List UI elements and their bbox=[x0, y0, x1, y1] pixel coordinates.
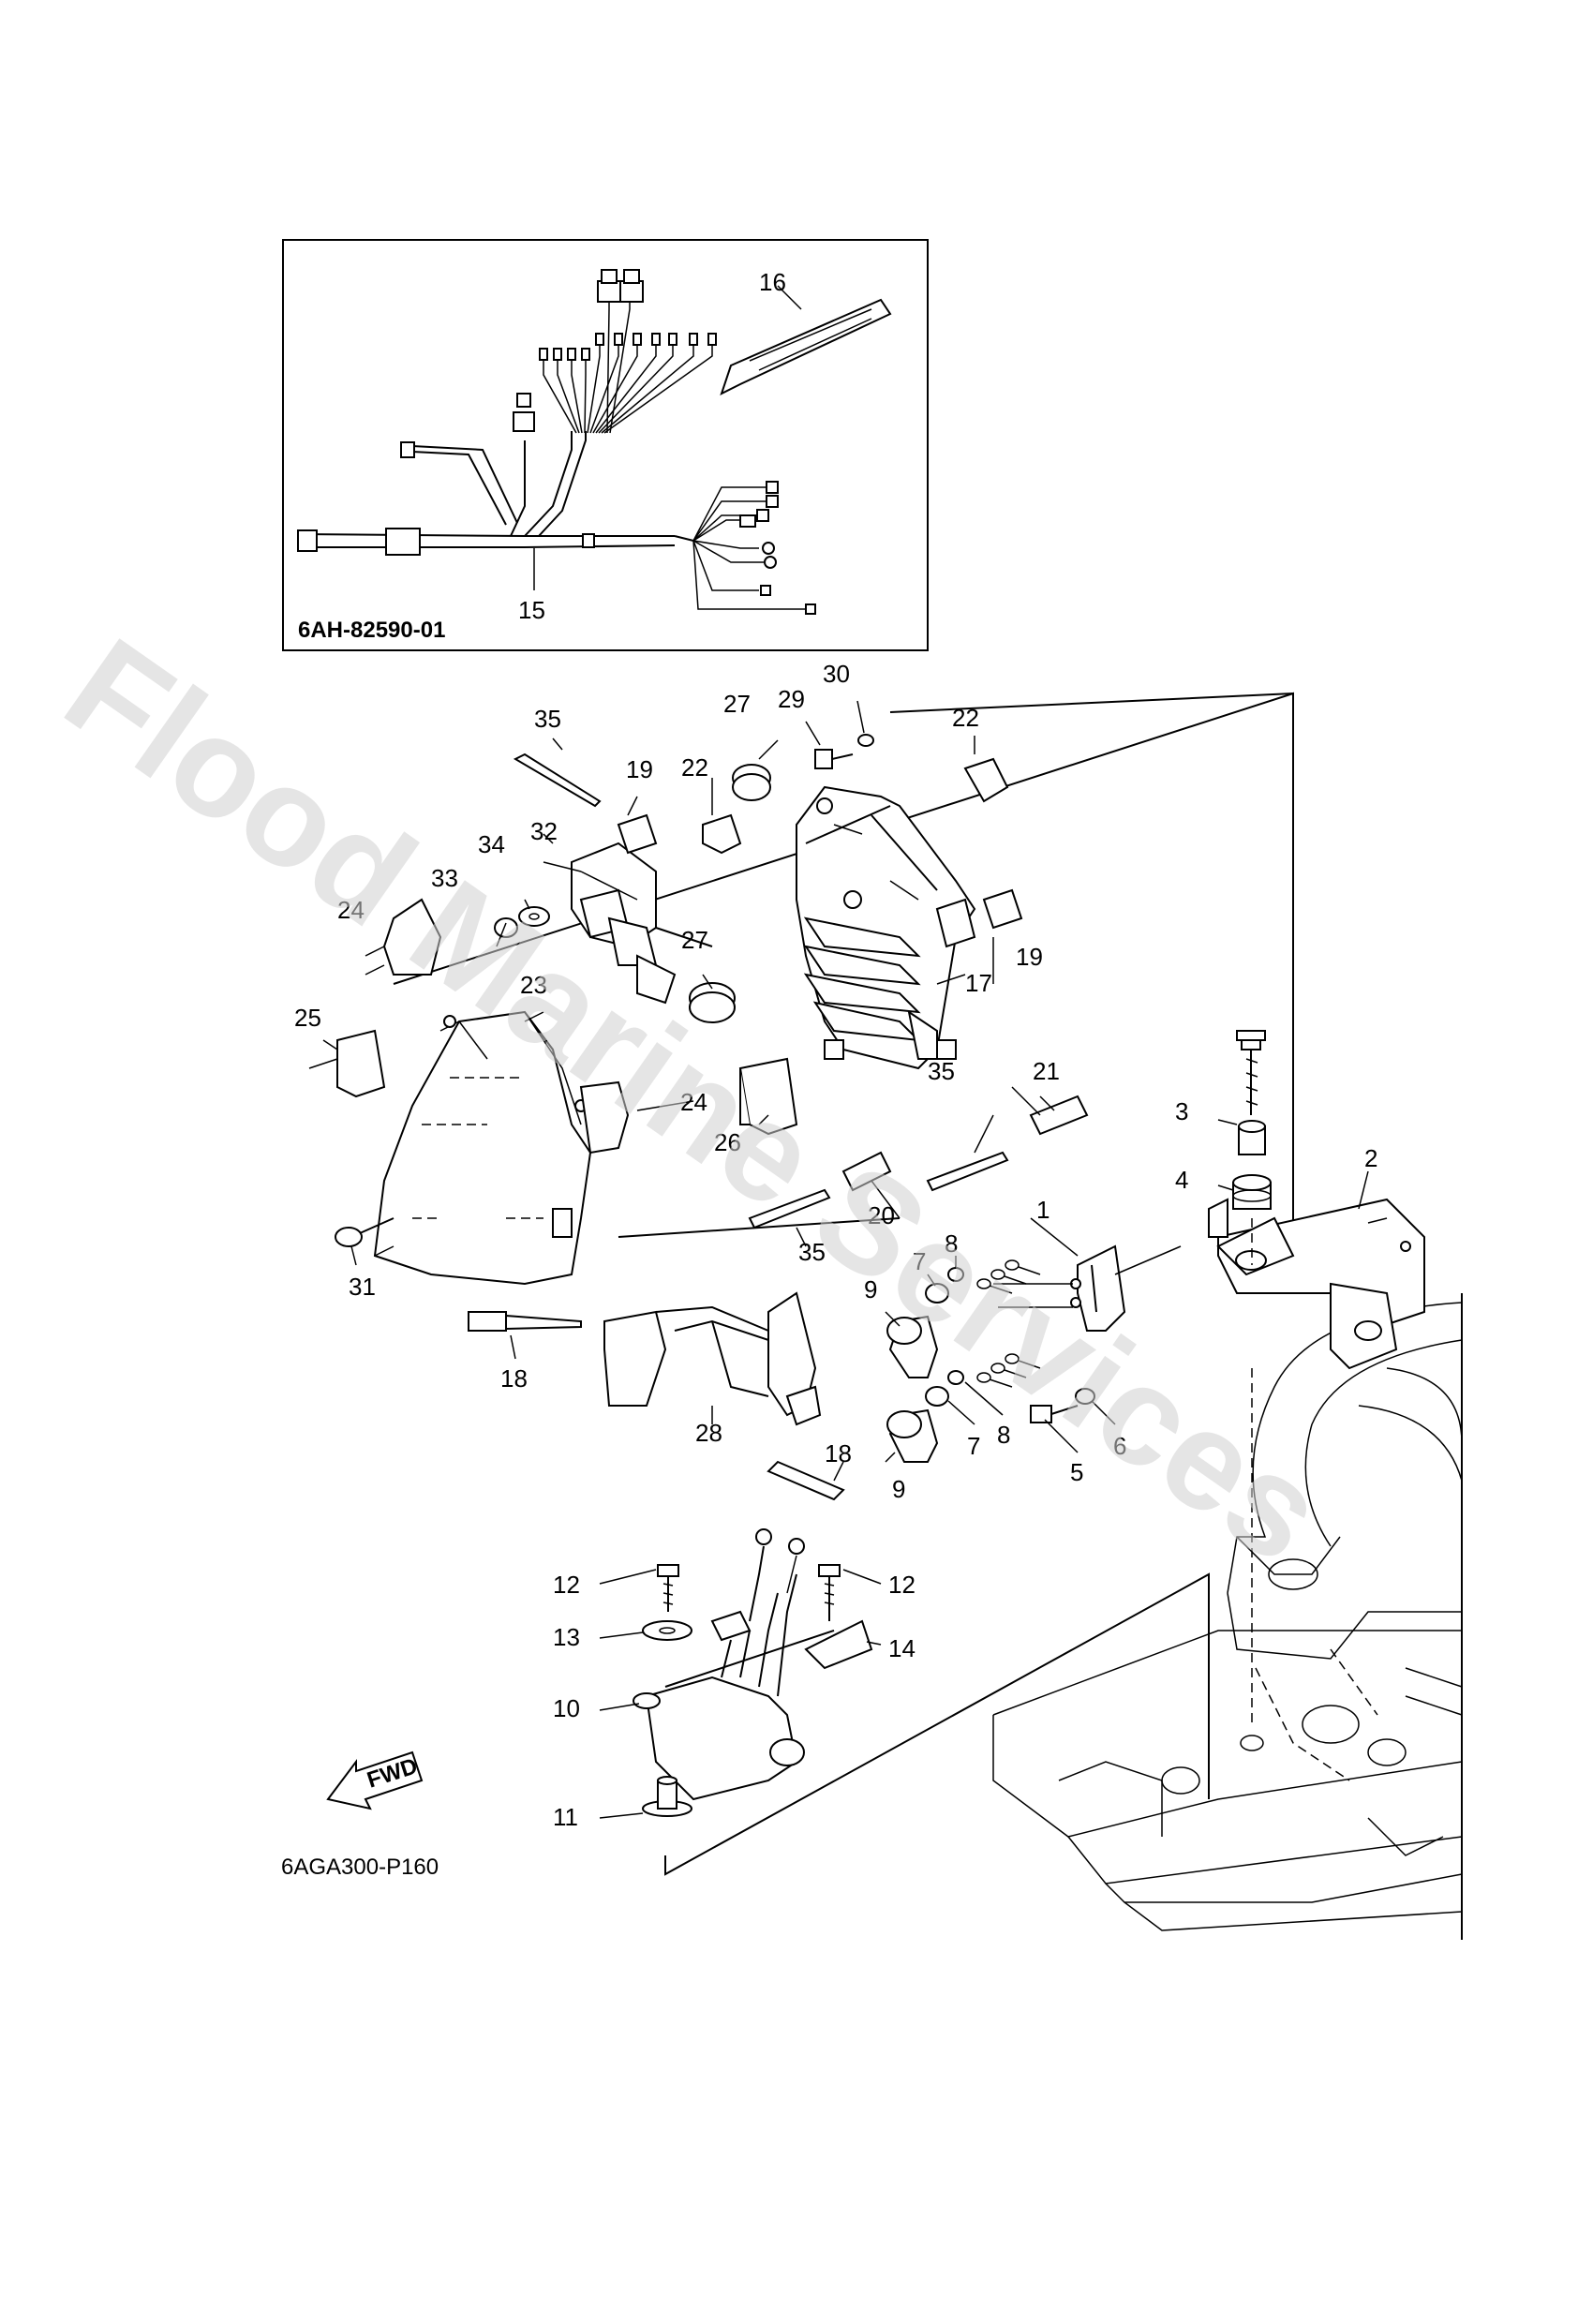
callout-24a: 24 bbox=[337, 896, 365, 924]
callout-17: 17 bbox=[965, 969, 992, 997]
engine-block bbox=[992, 1293, 1463, 1940]
terminal-block-1 bbox=[993, 1244, 1182, 1332]
callout-26: 26 bbox=[714, 1128, 741, 1156]
callout-30: 30 bbox=[823, 660, 850, 688]
callout-27a: 27 bbox=[723, 690, 751, 718]
callout-19a: 19 bbox=[626, 755, 653, 783]
callout-10: 10 bbox=[553, 1694, 580, 1722]
callout-8b: 8 bbox=[997, 1421, 1010, 1449]
callout-23: 23 bbox=[520, 971, 547, 999]
callout-7a: 7 bbox=[913, 1247, 926, 1275]
callout-8a: 8 bbox=[945, 1229, 958, 1258]
callout-3: 3 bbox=[1175, 1097, 1188, 1125]
callout-31: 31 bbox=[349, 1273, 376, 1301]
bolt-collar-grommet bbox=[1232, 1030, 1272, 1751]
ignition-coil-32 bbox=[571, 842, 713, 1005]
callout-25: 25 bbox=[294, 1004, 321, 1032]
clip-26 bbox=[738, 1057, 798, 1136]
callout-18b: 18 bbox=[825, 1439, 852, 1467]
callout-18a: 18 bbox=[500, 1364, 528, 1393]
callout-24b: 24 bbox=[680, 1088, 707, 1116]
inset-part-code: 6AH-82590-01 bbox=[298, 618, 445, 643]
callout-9a: 9 bbox=[864, 1275, 877, 1304]
diagram-code: 6AGA300-P160 bbox=[281, 1855, 439, 1880]
cable-band-16 bbox=[720, 298, 892, 395]
callout-4: 4 bbox=[1175, 1166, 1188, 1194]
decal-25 bbox=[336, 1029, 386, 1098]
callout-12b: 12 bbox=[888, 1571, 916, 1599]
electrical-bracket-17 bbox=[796, 785, 976, 1070]
callout-29: 29 bbox=[778, 685, 805, 713]
callout-6: 6 bbox=[1113, 1432, 1126, 1460]
callout-21: 21 bbox=[1033, 1057, 1060, 1085]
callout-35b: 35 bbox=[928, 1057, 955, 1085]
callout-22a: 22 bbox=[681, 753, 708, 782]
callout-34: 34 bbox=[478, 830, 505, 858]
callout-numbers: 1 2 3 4 5 6 7 7 8 8 9 9 10 11 12 12 13 1… bbox=[294, 268, 1377, 1831]
callout-12a: 12 bbox=[553, 1571, 580, 1599]
callout-19b: 19 bbox=[1016, 943, 1043, 971]
callout-35c: 35 bbox=[798, 1238, 826, 1266]
inset-wire-harness bbox=[282, 239, 929, 651]
fwd-arrow: FWD bbox=[326, 1750, 424, 1810]
assembly-guide-lines bbox=[393, 692, 1294, 1876]
callout-11: 11 bbox=[553, 1803, 578, 1831]
callout-5: 5 bbox=[1070, 1458, 1083, 1486]
callout-7b: 7 bbox=[967, 1432, 980, 1460]
label-decals bbox=[308, 898, 630, 1155]
callout-16: 16 bbox=[759, 268, 786, 296]
callout-33: 33 bbox=[431, 864, 458, 892]
leader-lines bbox=[322, 700, 1369, 1819]
callout-2: 2 bbox=[1364, 1144, 1377, 1172]
bracket-28 bbox=[603, 1291, 822, 1426]
callout-15: 15 bbox=[518, 596, 545, 624]
inset-frame bbox=[282, 239, 929, 651]
callout-27b: 27 bbox=[681, 926, 708, 954]
callout-35a: 35 bbox=[534, 705, 561, 733]
rectifier-regulator-10 bbox=[633, 1528, 805, 1801]
callout-28: 28 bbox=[695, 1419, 722, 1447]
electrical-cover-23 bbox=[373, 1010, 592, 1286]
callout-20: 20 bbox=[868, 1201, 895, 1229]
callout-14: 14 bbox=[888, 1634, 916, 1662]
callout-9b: 9 bbox=[892, 1475, 905, 1503]
callout-32: 32 bbox=[530, 817, 558, 845]
fasteners bbox=[335, 734, 1095, 1817]
callout-1: 1 bbox=[1036, 1196, 1050, 1224]
bracket-2 bbox=[1208, 1198, 1425, 1370]
callout-13: 13 bbox=[553, 1623, 580, 1651]
decal-24-lower bbox=[579, 1080, 630, 1155]
callout-22b: 22 bbox=[952, 704, 979, 732]
